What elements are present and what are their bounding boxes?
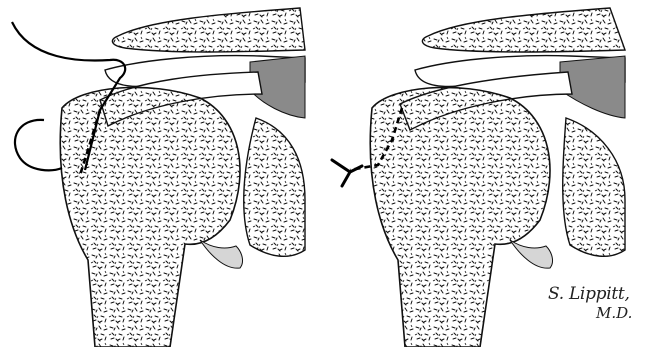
humeral-head	[60, 87, 240, 347]
glenoid	[244, 118, 305, 256]
left-panel	[12, 8, 305, 347]
needle-icon	[15, 120, 62, 170]
artist-signature-title: M.D.	[596, 304, 632, 322]
suture-knot-icon	[332, 160, 362, 186]
clavicle	[112, 8, 305, 52]
humeral-head	[370, 87, 550, 347]
articular-cartilage	[510, 240, 553, 268]
artist-signature-name: S. Lippitt,	[548, 284, 630, 304]
clavicle	[422, 8, 625, 52]
glenoid	[563, 118, 625, 256]
articular-cartilage	[200, 240, 243, 268]
